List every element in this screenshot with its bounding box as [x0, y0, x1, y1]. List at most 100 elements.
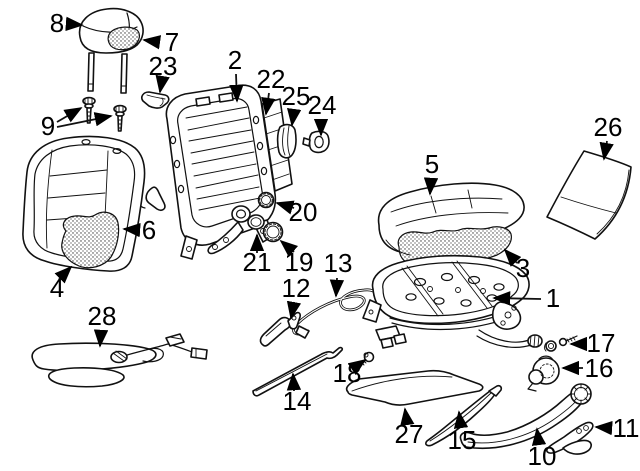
leader-line [453, 410, 469, 429]
callout-8-label: 8 [50, 8, 64, 38]
callout-4-label: 4 [50, 273, 64, 303]
side-shield-drawing [459, 383, 592, 450]
leader-line [599, 140, 614, 161]
leader-line [503, 248, 522, 267]
callout-10-label: 10 [528, 441, 557, 471]
seat-back-frame-drawing [138, 84, 277, 260]
headrest-drawing [78, 7, 144, 94]
callout-1[interactable]: 1 [492, 283, 560, 313]
callout-6[interactable]: 6 [122, 215, 156, 245]
callout-14-label: 14 [283, 386, 312, 416]
callout-12[interactable]: 12 [282, 273, 311, 320]
leader-line [347, 358, 367, 376]
leader-line [229, 73, 244, 103]
callout-21[interactable]: 21 [243, 233, 272, 277]
callout-10[interactable]: 10 [528, 427, 557, 471]
callout-26-label: 26 [594, 112, 623, 142]
leader-line [400, 407, 415, 427]
callout-23-label: 23 [149, 51, 178, 81]
callout-27-label: 27 [395, 419, 424, 449]
callout-25-label: 25 [282, 81, 311, 111]
callout-6-label: 6 [142, 215, 156, 245]
release-lever-drawing [259, 311, 301, 347]
callout-17[interactable]: 17 [569, 328, 616, 358]
callout-12-label: 12 [282, 273, 311, 303]
callout-11-label: 11 [613, 413, 640, 443]
callout-13[interactable]: 13 [324, 248, 353, 298]
recline-handle-drawing [546, 421, 594, 455]
seat-back-cushion-drawing [22, 135, 146, 272]
callout-27[interactable]: 27 [395, 407, 424, 449]
callout-9[interactable]: 9 [41, 107, 113, 141]
callout-20[interactable]: 20 [275, 197, 318, 227]
callout-2-label: 2 [228, 45, 242, 75]
leader-line [329, 277, 345, 298]
leader-line [142, 35, 162, 50]
callout-25[interactable]: 25 [282, 81, 311, 127]
back-foam-pad-stipple [61, 211, 120, 269]
leader-line [56, 107, 83, 123]
recliner-ring-drawing [247, 214, 265, 230]
callout-14[interactable]: 14 [283, 372, 312, 416]
mount-screw-drawing [359, 351, 375, 367]
callout-3[interactable]: 3 [503, 248, 530, 283]
leader-line [275, 200, 295, 215]
callout-23[interactable]: 23 [149, 51, 178, 94]
callout-11[interactable]: 11 [594, 413, 640, 443]
leader-line [423, 177, 439, 196]
callout-3-label: 3 [516, 253, 530, 283]
callout-9-label: 9 [41, 111, 55, 141]
callout-19[interactable]: 19 [279, 239, 313, 277]
callout-7-label: 7 [165, 27, 179, 57]
pivot-cover-drawing [276, 123, 297, 159]
leader-line [594, 420, 613, 436]
seat-frame-track-drawing [362, 254, 543, 349]
callout-18-label: 18 [333, 358, 362, 388]
leader-line [65, 16, 84, 32]
callout-22-label: 22 [257, 64, 286, 94]
leader-line [286, 300, 302, 320]
leader-line [155, 74, 170, 94]
callout-17-label: 17 [587, 328, 616, 358]
leader-line [492, 291, 542, 306]
callout-24-label: 24 [308, 90, 337, 120]
tray-panel-drawing [345, 369, 484, 406]
callout-26[interactable]: 26 [594, 112, 623, 161]
callouts: 1 2 3 4 5 6 7 8 [41, 8, 640, 471]
leader-line [122, 222, 141, 238]
leader-line [261, 92, 276, 116]
callout-28-label: 28 [88, 301, 117, 331]
adjuster-motor-drawing [527, 355, 560, 392]
leader-line [286, 372, 302, 392]
leader-line [93, 329, 109, 348]
callout-22[interactable]: 22 [257, 64, 286, 116]
recliner-gear-large-drawing [262, 221, 284, 243]
latch-handle-drawing [141, 91, 170, 109]
callout-24[interactable]: 24 [308, 90, 337, 137]
callout-1-label: 1 [546, 283, 560, 313]
callout-4[interactable]: 4 [50, 265, 73, 303]
callout-15[interactable]: 15 [448, 410, 477, 455]
callout-18[interactable]: 18 [333, 358, 367, 388]
callout-8[interactable]: 8 [50, 8, 84, 38]
callout-5-label: 5 [425, 149, 439, 179]
callout-7[interactable]: 7 [142, 27, 179, 57]
callout-28[interactable]: 28 [88, 301, 117, 348]
motor-screws-drawing [544, 335, 578, 352]
clip-drawing [302, 130, 330, 154]
callout-15-label: 15 [448, 425, 477, 455]
rear-panel-drawing [546, 150, 632, 240]
callout-20-label: 20 [289, 197, 318, 227]
leader-line [54, 265, 73, 284]
leader-line [287, 107, 302, 127]
callout-16[interactable]: 16 [561, 353, 614, 383]
callout-13-label: 13 [324, 248, 353, 278]
callout-21-label: 21 [243, 247, 272, 277]
leader-line [279, 239, 299, 257]
leader-line [56, 112, 113, 128]
seat-heater-drawing [31, 333, 208, 388]
callout-16-label: 16 [585, 353, 614, 383]
callout-2[interactable]: 2 [228, 45, 244, 103]
callout-5[interactable]: 5 [423, 149, 439, 196]
